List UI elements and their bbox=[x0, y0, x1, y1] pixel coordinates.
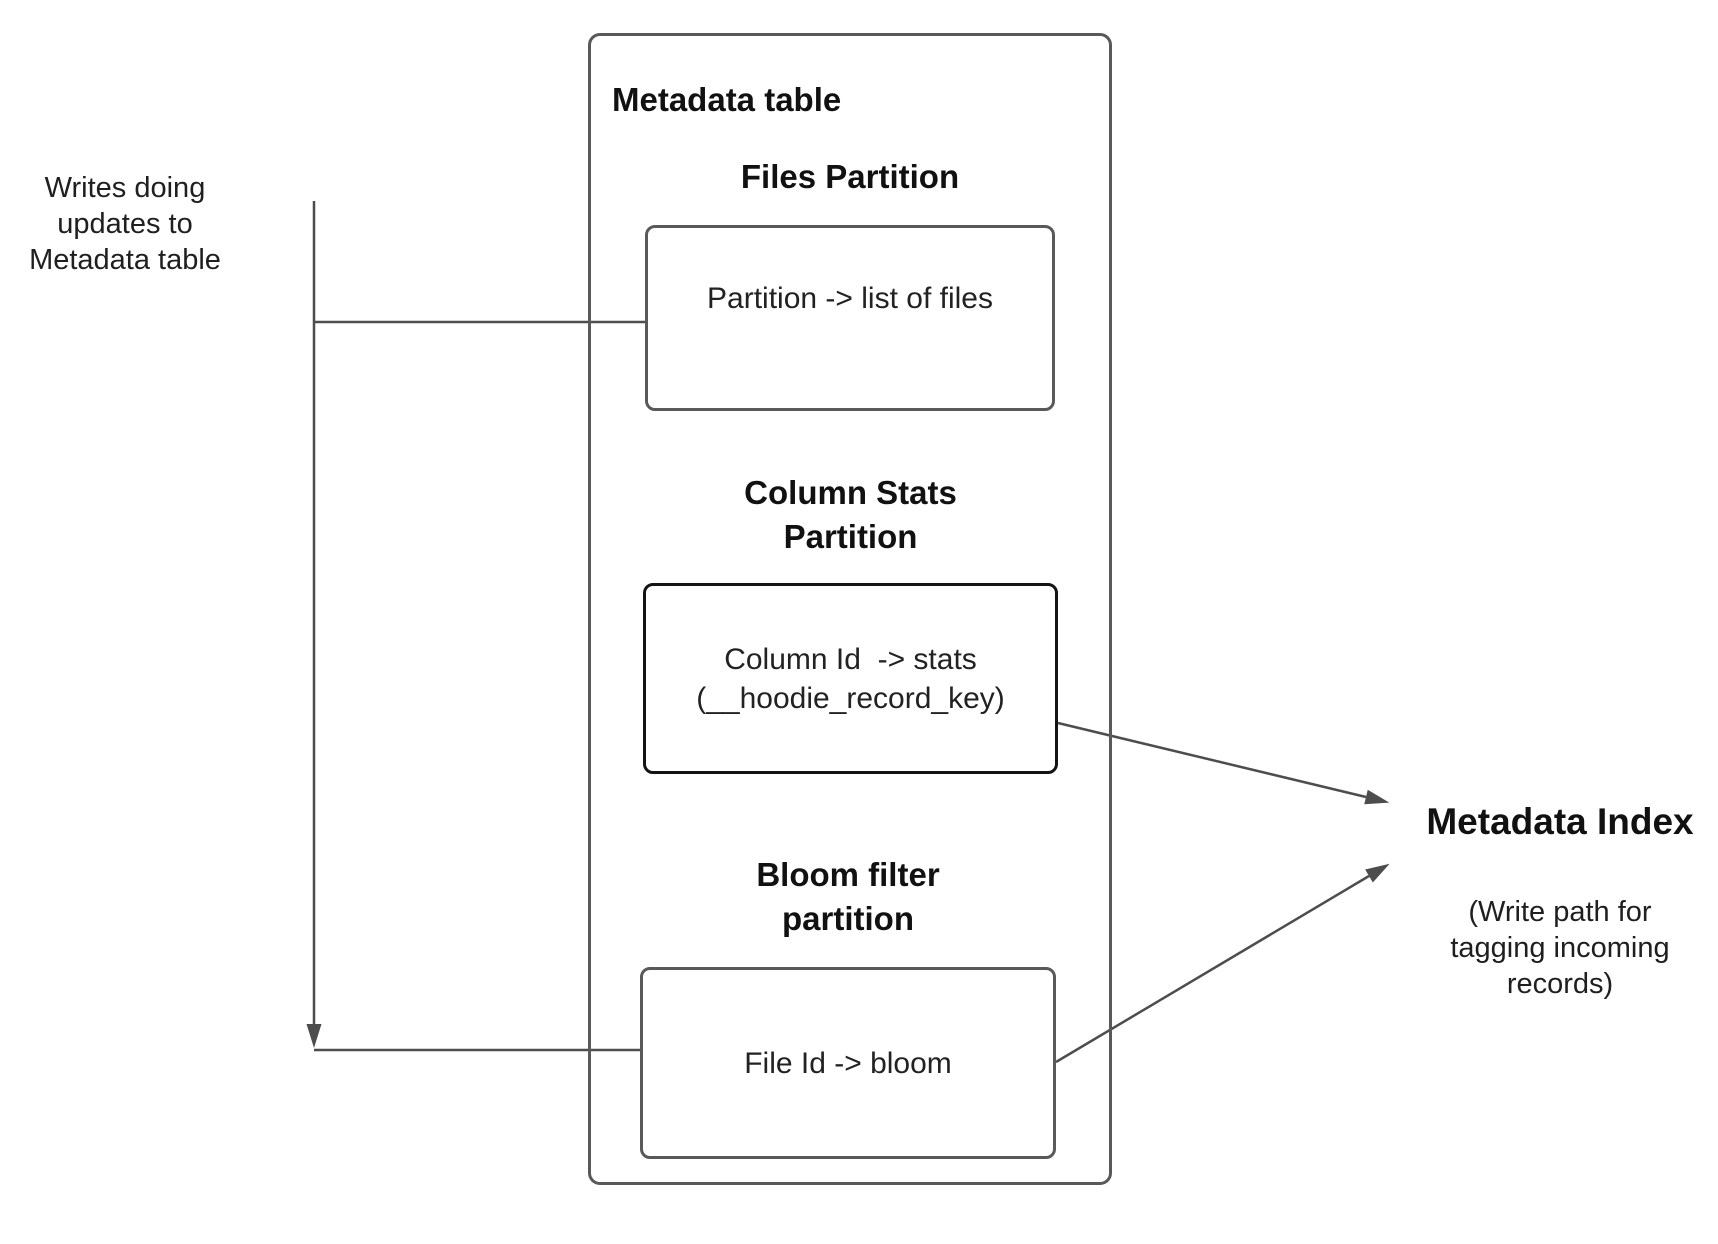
metadata-index-subtitle: (Write path for tagging incoming records… bbox=[1450, 896, 1670, 1000]
bloom-filter-box: File Id -> bloom bbox=[640, 967, 1056, 1159]
files-partition-text: Partition -> list of files bbox=[707, 281, 993, 315]
bloom-filter-heading: Bloom filter partition bbox=[756, 856, 940, 937]
files-partition-heading: Files Partition bbox=[740, 158, 960, 195]
metadata-table-container bbox=[588, 33, 1112, 1185]
metadata-table-title: Metadata table bbox=[612, 81, 842, 118]
bloom-filter-text: File Id -> bloom bbox=[744, 1046, 952, 1080]
writes-note: Writes doing updates to Metadata table bbox=[29, 172, 221, 276]
files-partition-box: Partition -> list of files bbox=[645, 225, 1055, 411]
metadata-index-title: Metadata Index bbox=[1426, 801, 1694, 842]
column-stats-box: Column Id -> stats (__hoodie_record_key) bbox=[643, 583, 1058, 774]
column-stats-heading: Column Stats Partition bbox=[744, 474, 957, 555]
bloom-to-index-arrow bbox=[1055, 863, 1390, 1064]
column-stats-text: Column Id -> stats (__hoodie_record_key) bbox=[696, 642, 1005, 715]
